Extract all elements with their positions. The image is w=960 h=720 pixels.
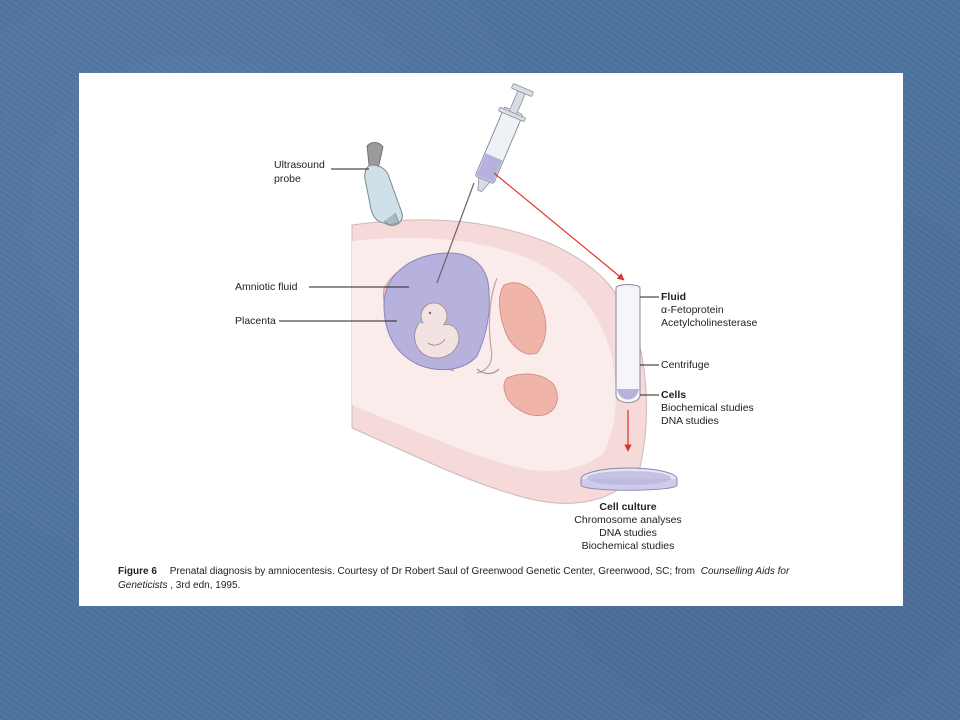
label-cells-item1: Biochemical studies bbox=[661, 402, 754, 414]
organ-upper bbox=[499, 282, 547, 355]
label-ultrasound-line2: probe bbox=[274, 173, 301, 185]
label-cells-title: Cells bbox=[661, 389, 686, 401]
label-fluid-item1: α-Fetoprotein bbox=[661, 304, 724, 316]
figure-panel: Ultrasound probe Amniotic fluid Placenta… bbox=[79, 73, 903, 606]
syringe bbox=[436, 83, 534, 284]
organ-lower bbox=[503, 373, 558, 416]
spine-curve bbox=[476, 277, 498, 374]
label-ultrasound-line1: Ultrasound bbox=[274, 159, 325, 171]
label-culture-title: Cell culture bbox=[599, 501, 656, 513]
label-culture-item2: DNA studies bbox=[599, 527, 657, 539]
label-centrifuge: Centrifuge bbox=[661, 359, 710, 371]
caption-figure-label: Figure 6 bbox=[118, 566, 157, 577]
flow-arrow-to-tube bbox=[493, 172, 625, 281]
fetus bbox=[414, 302, 460, 359]
test-tube bbox=[615, 284, 641, 403]
ultrasound-probe bbox=[364, 141, 403, 226]
label-amniotic-fluid: Amniotic fluid bbox=[235, 281, 298, 293]
petri-dish bbox=[580, 467, 678, 491]
caption-italic-part2: Geneticists bbox=[118, 580, 167, 591]
amniocentesis-diagram: Ultrasound probe Amniotic fluid Placenta… bbox=[118, 83, 790, 591]
label-fluid-title: Fluid bbox=[661, 291, 686, 303]
caption-text-part1: Prenatal diagnosis by amniocentesis. Cou… bbox=[170, 566, 695, 577]
figure-caption-line1: Figure 6 Prenatal diagnosis by amniocent… bbox=[118, 566, 790, 577]
caption-italic-part1: Counselling Aids for bbox=[701, 566, 790, 577]
label-fluid-item2: Acetylcholinesterase bbox=[661, 317, 757, 329]
figure-caption-line2: Geneticists , 3rd edn, 1995. bbox=[118, 580, 240, 591]
caption-text-part2: , 3rd edn, 1995. bbox=[170, 580, 240, 591]
label-culture-item3: Biochemical studies bbox=[582, 540, 675, 552]
label-placenta: Placenta bbox=[235, 315, 276, 327]
cervix bbox=[476, 368, 500, 374]
label-culture-item1: Chromosome analyses bbox=[574, 514, 681, 526]
label-cells-item2: DNA studies bbox=[661, 415, 719, 427]
